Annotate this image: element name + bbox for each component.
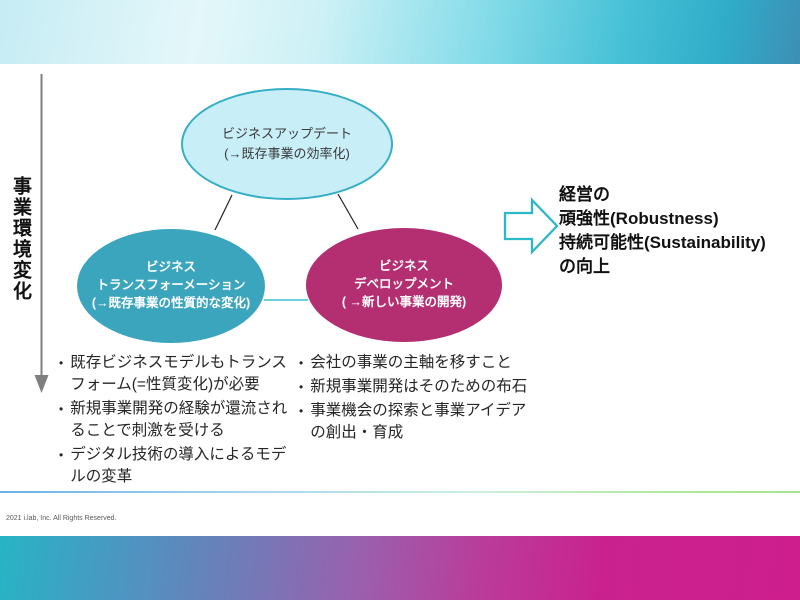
bottom-gradient-band — [0, 536, 800, 600]
bullet-list-transformation: • 既存ビジネスモデルもトランスフォーム(=性質変化)が必要 • 新規事業開発の… — [59, 352, 299, 490]
list-item: • デジタル技術の導入によるモデルの変革 — [59, 444, 299, 488]
ellipse-business-development-line1: ビジネス — [378, 259, 429, 274]
bullet-list-development: • 会社の事業の主軸を移すこと • 新規事業開発はそのための布石 • 事業機会の… — [299, 352, 533, 446]
bullet-icon: • — [59, 356, 64, 370]
footer-copyright: 2021 i.lab, Inc. All Rights Reserved. — [6, 515, 117, 522]
list-item: • 会社の事業の主軸を移すこと — [299, 352, 533, 374]
list-item: • 事業機会の探索と事業アイデアの創出・育成 — [299, 400, 533, 444]
vertical-label-business-environment-change: 事業環境変化 — [10, 176, 31, 302]
ellipse-business-development-line3: ( →新しい事業の開発) — [341, 294, 467, 309]
connector-top-to-left — [214, 194, 233, 231]
ellipse-business-transformation: ビジネス トランスフォーメーション (→既存事業の性質的な変化) — [77, 229, 265, 343]
ellipse-business-update: ビジネスアップデート (→既存事業の効率化) — [181, 88, 393, 200]
divider-line — [0, 491, 800, 493]
outcome-line4: の向上 — [559, 257, 610, 276]
list-item-text: 事業機会の探索と事業アイデアの創出・育成 — [310, 402, 527, 441]
outcome-line3: 持続可能性(Sustainability) — [559, 233, 766, 252]
right-block-arrow-icon — [503, 197, 559, 255]
ellipse-business-transformation-line2: トランスフォーメーション — [96, 278, 246, 293]
list-item: • 既存ビジネスモデルもトランスフォーム(=性質変化)が必要 — [59, 352, 299, 396]
ellipse-business-development: ビジネス デベロップメント ( →新しい事業の開発) — [306, 228, 502, 342]
list-item-text: 新規事業開発の経験が還流されることで刺激を受ける — [70, 400, 288, 439]
ellipse-business-development-line2: デベロップメント — [353, 277, 454, 292]
ellipse-business-transformation-line3: (→既存事業の性質的な変化) — [91, 295, 251, 310]
bullet-icon: • — [299, 380, 304, 394]
outcome-text: 経営の 頑強性(Robustness) 持続可能性(Sustainability… — [559, 183, 766, 279]
bullet-icon: • — [59, 448, 64, 462]
bullet-icon: • — [299, 404, 304, 418]
connector-top-to-right — [337, 193, 359, 230]
list-item: • 新規事業開発はそのための布石 — [299, 376, 533, 398]
bullet-icon: • — [59, 402, 64, 416]
list-item-text: 新規事業開発はそのための布石 — [310, 378, 528, 395]
ellipse-business-update-line2: (→既存事業の効率化) — [224, 146, 350, 161]
down-arrow-head-icon — [34, 375, 49, 393]
ellipse-business-transformation-line1: ビジネス — [145, 260, 196, 275]
list-item-text: 会社の事業の主軸を移すこと — [310, 354, 512, 371]
top-gradient-band — [0, 0, 800, 64]
list-item-text: デジタル技術の導入によるモデルの変革 — [70, 446, 287, 485]
bullet-icon: • — [299, 356, 304, 370]
outcome-line2: 頑強性(Robustness) — [559, 209, 719, 228]
list-item-text: 既存ビジネスモデルもトランスフォーム(=性質変化)が必要 — [70, 354, 287, 393]
outcome-line1: 経営の — [559, 185, 610, 204]
ellipse-business-update-line1: ビジネスアップデート — [221, 125, 352, 141]
list-item: • 新規事業開発の経験が還流されることで刺激を受ける — [59, 398, 299, 442]
